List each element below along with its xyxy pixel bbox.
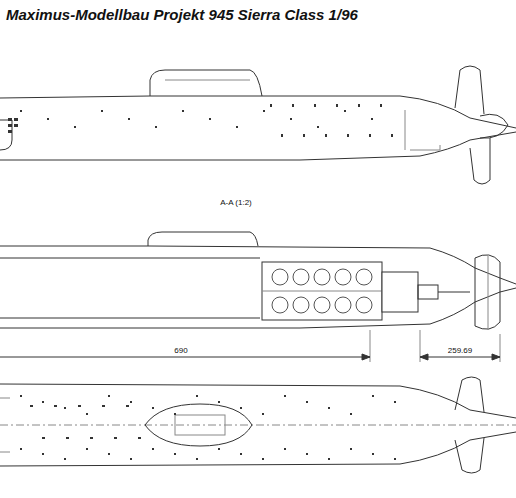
hull-mark [90, 437, 93, 439]
dimension-value: 259.69 [447, 346, 473, 355]
hull-mark [47, 118, 49, 120]
hull-mark [64, 458, 66, 460]
hull-mark [66, 437, 69, 439]
hull-mark [152, 448, 154, 450]
hull-mark [130, 401, 132, 403]
hull-mark [174, 453, 176, 455]
hull-mark [358, 104, 360, 107]
hull-mark [8, 130, 12, 133]
hull-mark [284, 448, 286, 450]
hull-mark [209, 118, 211, 120]
tube-circle [335, 269, 351, 285]
hull-mark [102, 405, 105, 407]
hull-mark [394, 458, 396, 460]
hull-mark [155, 126, 157, 128]
hull-mark [292, 104, 294, 107]
hull-mark [42, 453, 44, 455]
hull-mark [369, 134, 371, 137]
hull-mark [108, 453, 110, 455]
hull-mark [240, 453, 242, 455]
hull-mark [8, 124, 12, 127]
tube-circle [272, 297, 288, 313]
hull-mark [303, 134, 305, 137]
hull-mark [306, 453, 308, 455]
hull-mark [290, 118, 292, 120]
tube-circle [272, 269, 288, 285]
hull-mark [78, 405, 81, 407]
top-view [0, 377, 516, 473]
tube-circle [293, 297, 309, 313]
section-label: A-A (1:2) [219, 198, 253, 207]
section-view [0, 232, 516, 362]
hull-mark [218, 401, 220, 403]
tube-circle [335, 297, 351, 313]
hull-mark [284, 395, 286, 397]
hull-mark [328, 407, 330, 409]
hull-mark [30, 405, 33, 407]
drawing-title: Maximus-Modellbau Projekt 945 Sierra Cla… [6, 6, 358, 23]
hull-mark [54, 405, 57, 407]
hull-mark [281, 134, 283, 137]
hull-mark [14, 124, 18, 127]
tube-circle [293, 269, 309, 285]
hull-mark [20, 448, 22, 450]
hull-mark [108, 395, 110, 397]
hull-mark [270, 104, 272, 107]
tube-circle [314, 269, 330, 285]
hull-mark [372, 453, 374, 455]
hull-mark [344, 110, 346, 112]
hull-mark [196, 395, 198, 397]
tube-circle [356, 269, 372, 285]
hull-mark [240, 407, 242, 409]
hull-mark [130, 458, 132, 460]
dimension-value: 690 [173, 346, 188, 355]
hull-mark [42, 437, 45, 439]
hull-mark [174, 413, 176, 415]
hull-mark [325, 134, 327, 137]
tube-circle [356, 297, 372, 313]
tube-circle [314, 297, 330, 313]
hull-mark [262, 458, 264, 460]
hull-mark [126, 405, 129, 407]
hull-mark [328, 458, 330, 460]
hull-mark [263, 110, 265, 112]
hull-mark [182, 110, 184, 112]
hull-mark [380, 104, 382, 107]
hull-mark [196, 458, 198, 460]
hull-mark [14, 118, 18, 121]
hull-mark [20, 110, 22, 112]
hull-mark [64, 407, 66, 409]
side-view [0, 66, 516, 184]
hull-mark [336, 104, 338, 107]
hull-mark [218, 448, 220, 450]
hull-mark [347, 134, 349, 137]
hull-mark [372, 395, 374, 397]
hull-mark [8, 118, 12, 121]
hull-mark [350, 448, 352, 450]
hull-mark [317, 126, 319, 128]
hull-mark [138, 437, 141, 439]
hull-mark [394, 401, 396, 403]
hull-mark [236, 126, 238, 128]
hull-mark [314, 104, 316, 107]
hull-mark [74, 126, 76, 128]
hull-mark [20, 395, 22, 397]
hull-mark [128, 118, 130, 120]
hull-mark [42, 401, 44, 403]
hull-markings [8, 104, 396, 460]
hull-mark [86, 448, 88, 450]
hull-mark [350, 413, 352, 415]
hull-mark [114, 437, 117, 439]
hull-mark [86, 413, 88, 415]
hull-mark [152, 407, 154, 409]
hull-mark [101, 110, 103, 112]
hull-mark [371, 118, 373, 120]
hull-mark [306, 401, 308, 403]
hull-mark [391, 134, 393, 137]
hull-mark [262, 413, 264, 415]
